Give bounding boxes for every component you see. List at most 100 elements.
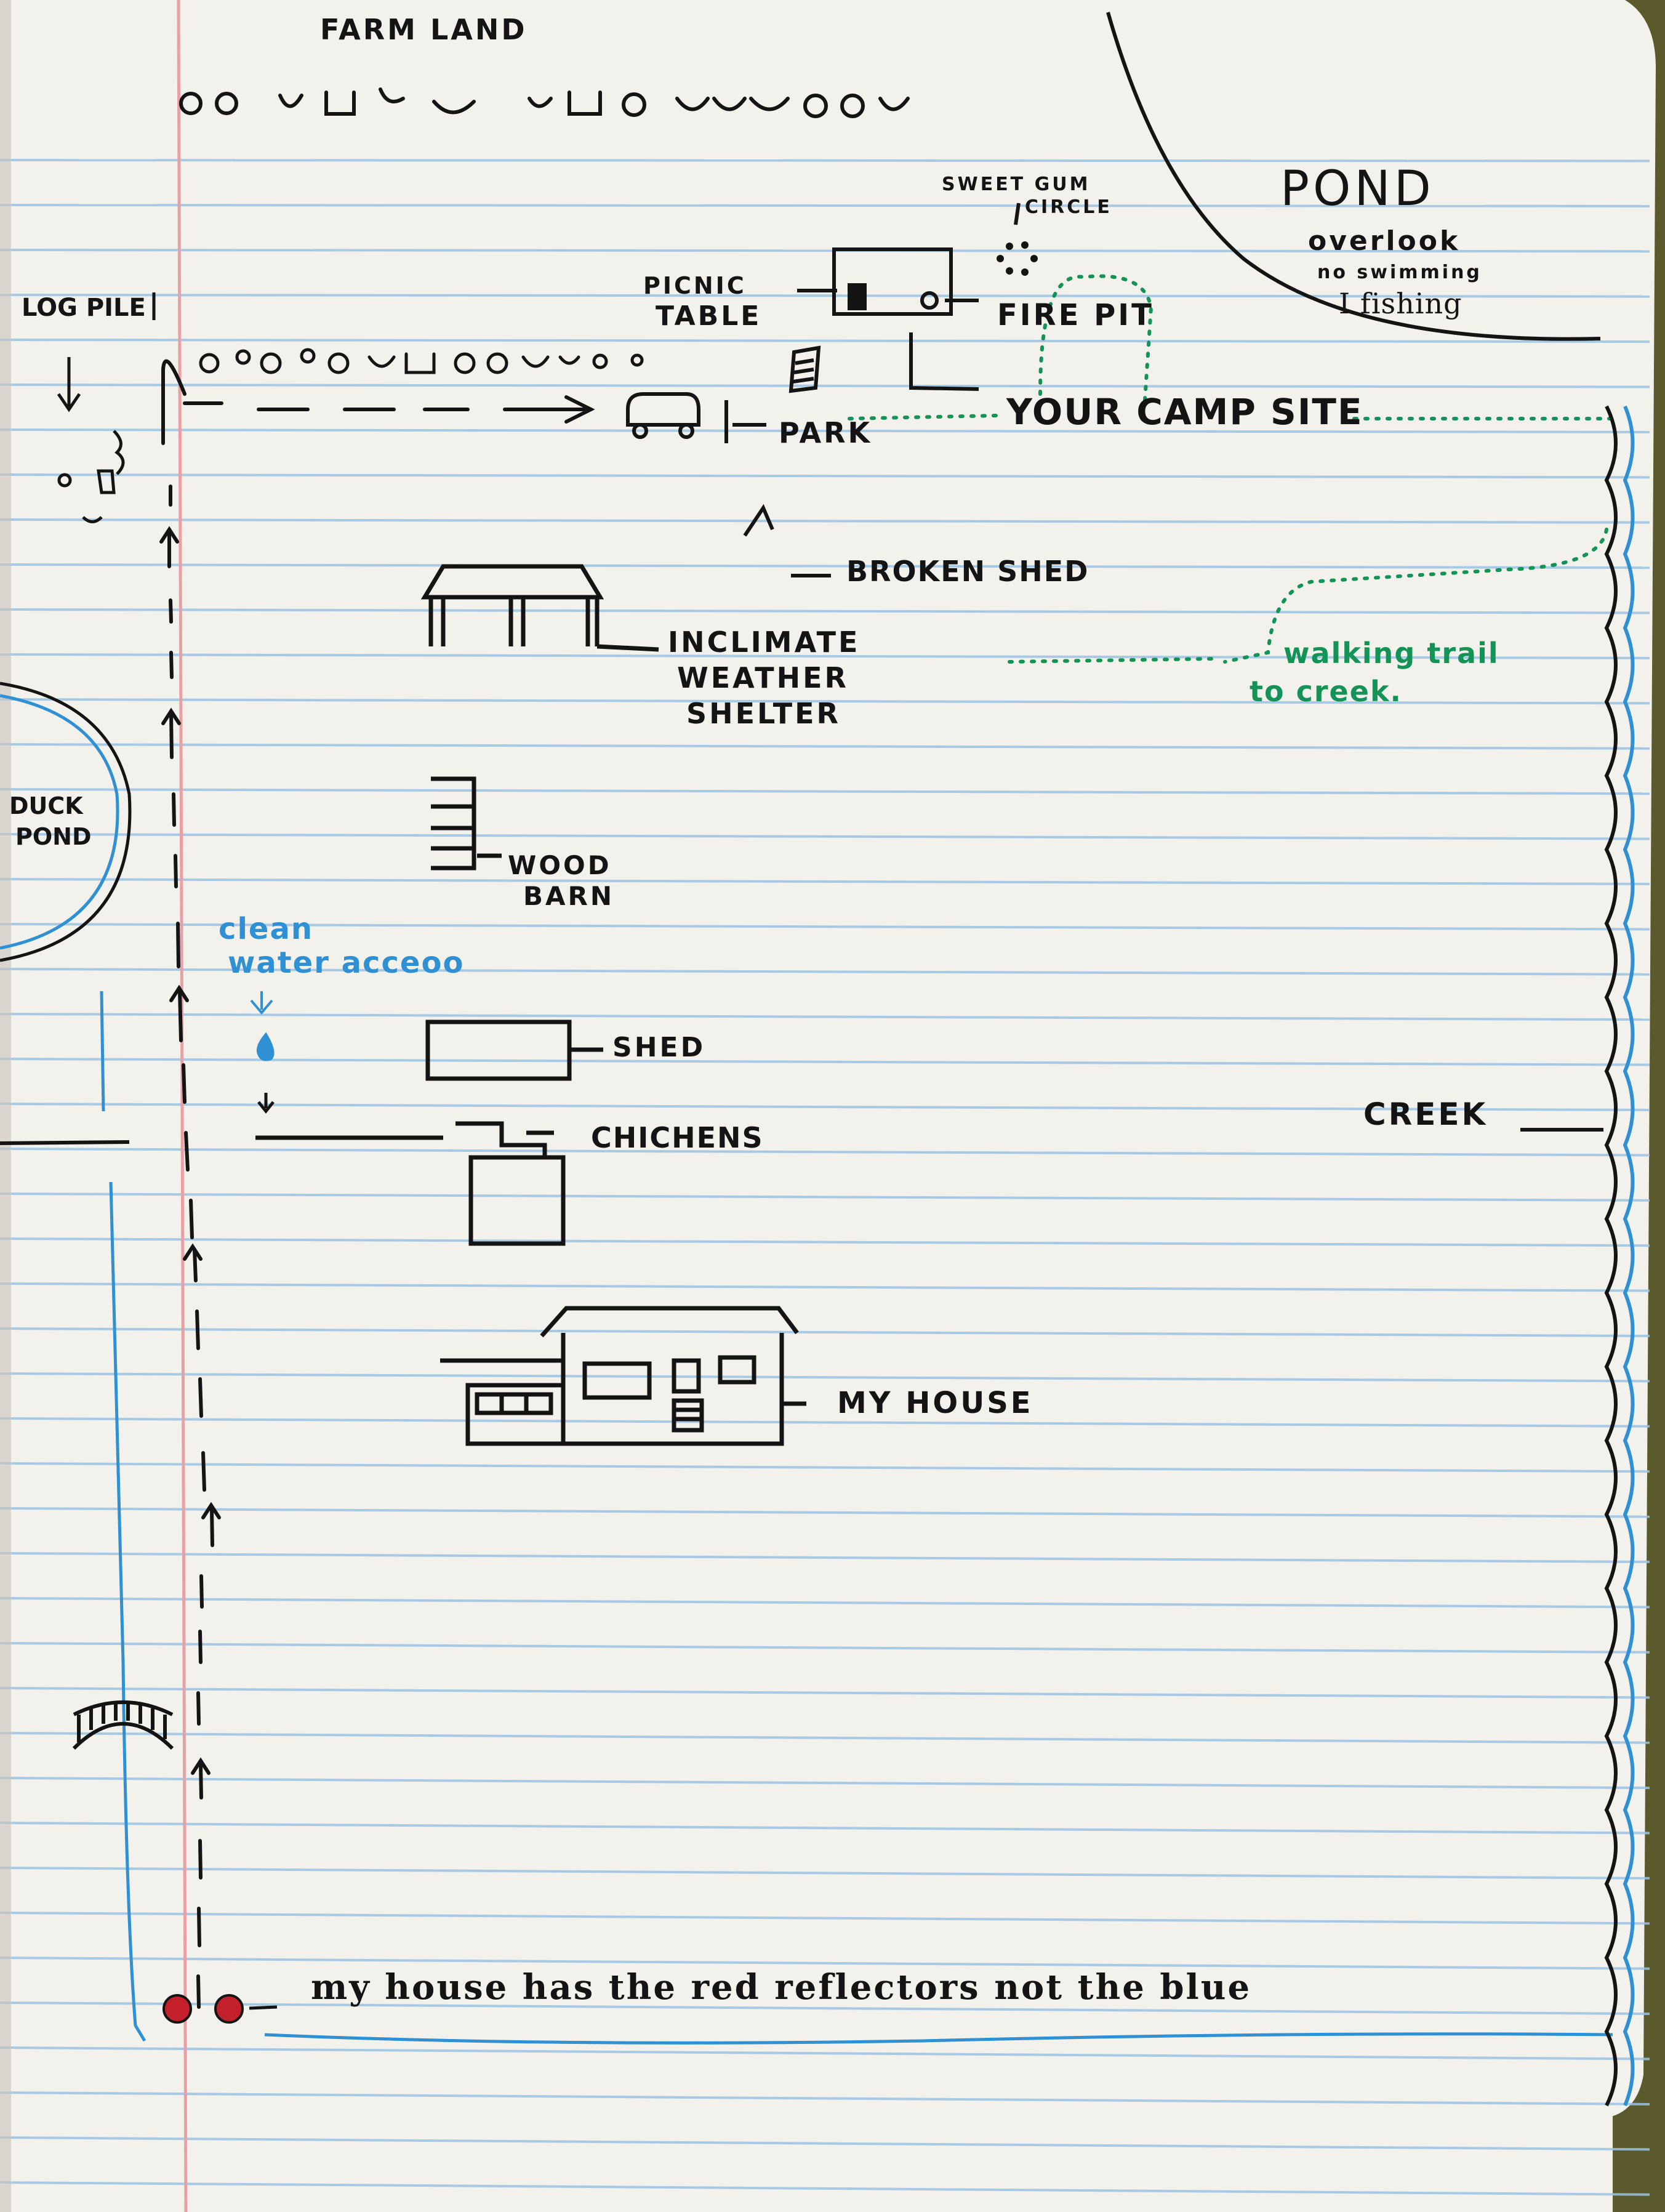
water-drop-icon	[250, 991, 275, 1061]
shed-icon	[425, 1020, 603, 1081]
rule-line	[0, 473, 1650, 479]
camp-site-label: YOUR CAMP SITE	[1006, 391, 1363, 433]
rule-line	[0, 2136, 1650, 2151]
rule-line	[0, 1867, 1650, 1880]
log-row-marks	[199, 348, 644, 374]
left-road	[0, 1140, 130, 1145]
rule-line	[0, 249, 1650, 253]
rule-line	[0, 2046, 1650, 2061]
wood-barn-label-2: BARN	[523, 881, 615, 911]
rule-line	[0, 518, 1650, 524]
shelter-label-3: SHELTER	[686, 697, 841, 730]
blue-road-lines	[100, 991, 1613, 2045]
rule-line	[0, 608, 1650, 614]
wood-barn-label-1: WOOD	[508, 850, 612, 880]
sweet-gum-label: SWEET GUM	[942, 174, 1091, 195]
reflectors-note: my house has the red reflectors not the …	[311, 1967, 1252, 2008]
creek-label: CREEK	[1363, 1096, 1488, 1132]
farm-crop-marks	[179, 87, 910, 118]
rule-line	[0, 1552, 1650, 1564]
rule-line	[0, 923, 1650, 931]
chickens-label: CHICHENS	[591, 1121, 764, 1154]
rule-line	[0, 1912, 1650, 1925]
picnic-table-label-2: TABLE	[656, 300, 762, 332]
walking-trail-label: walking trail	[1283, 637, 1499, 670]
rule-line	[0, 2001, 1650, 2016]
pond-note-overlook: overlook	[1308, 225, 1461, 257]
my-house-label: MY HOUSE	[837, 1386, 1033, 1420]
rule-line	[0, 698, 1650, 705]
rule-line	[0, 1957, 1650, 1970]
rule-line	[0, 743, 1650, 750]
rule-line	[0, 1192, 1650, 1202]
fire-pit-label: FIRE PIT	[997, 298, 1154, 332]
log-pile-label: LOG PILE	[22, 294, 146, 322]
rule-line	[0, 159, 1650, 163]
rule-line	[0, 204, 1650, 207]
broken-shed-icon	[743, 504, 831, 577]
chicken-coop-icon	[255, 1121, 566, 1246]
rule-line	[0, 653, 1650, 659]
page-curl	[0, 0, 11, 2212]
rule-line	[0, 563, 1650, 569]
rule-line	[0, 1777, 1650, 1790]
sweet-gum-circle-icon	[997, 241, 1038, 276]
water-access-label: water acceoo	[228, 946, 465, 980]
bridge-icon	[72, 1700, 174, 1750]
creek-border	[1520, 405, 1635, 2107]
rule-line	[0, 1282, 1650, 1292]
picnic-table-label-1: PICNIC	[643, 272, 747, 299]
shelter-label-2: WEATHER	[677, 661, 849, 694]
duck-pond-label-2: POND	[15, 823, 92, 850]
picnic-table-icon	[797, 203, 1021, 316]
rule-line	[0, 1058, 1650, 1066]
clean-water-label: clean	[219, 912, 314, 946]
pond-shoreline	[1106, 12, 1601, 341]
fire-pit-icon	[788, 332, 979, 393]
shelter-label-1: INCLIMATE	[668, 625, 861, 659]
broken-shed-label: BROKEN SHED	[846, 555, 1089, 588]
rule-line	[0, 1237, 1650, 1247]
pond-label: POND	[1280, 161, 1435, 217]
rule-line	[0, 294, 1650, 298]
rule-line	[0, 1013, 1650, 1021]
wood-barn-icon	[431, 776, 502, 871]
car-icon	[626, 392, 766, 443]
to-creek-label: to creek.	[1250, 675, 1403, 708]
rule-line	[0, 428, 1650, 433]
log-pile-icon	[57, 292, 156, 523]
house-icon	[440, 1306, 806, 1446]
rule-line	[0, 2181, 1650, 2196]
red-reflector-icon	[162, 1994, 278, 2024]
rule-line	[0, 1417, 1650, 1428]
rule-line	[0, 384, 1650, 388]
rule-line	[0, 1507, 1650, 1518]
duck-pond-label-1: DUCK	[9, 792, 83, 819]
rule-line	[0, 788, 1650, 795]
rule-line	[0, 1642, 1650, 1654]
park-label: PARK	[779, 416, 873, 449]
campsite-dotted-trail	[848, 274, 1615, 664]
margin-line	[177, 0, 188, 2212]
rule-line	[0, 1822, 1650, 1835]
rule-line	[0, 968, 1650, 976]
rule-line	[0, 1103, 1650, 1111]
water-pointer	[257, 1093, 275, 1114]
rule-line	[0, 339, 1650, 344]
rule-line	[0, 1462, 1650, 1473]
rule-line	[0, 1687, 1650, 1699]
sweet-gum-circle-label: CIRCLE	[1025, 196, 1112, 218]
pond-note-no-swimming: no swimming	[1317, 262, 1482, 283]
shed-label: SHED	[612, 1032, 706, 1063]
farm-land-label: FARM LAND	[320, 13, 528, 46]
rule-line	[0, 1327, 1650, 1338]
path-to-park	[161, 359, 595, 445]
pond-note-fishing: I fishing	[1339, 287, 1462, 320]
rule-line	[0, 1597, 1650, 1609]
shelter-icon	[420, 564, 659, 652]
ruled-lines	[0, 159, 1650, 2196]
rule-line	[0, 2091, 1650, 2105]
rule-line	[0, 1732, 1650, 1744]
rule-line	[0, 833, 1650, 840]
